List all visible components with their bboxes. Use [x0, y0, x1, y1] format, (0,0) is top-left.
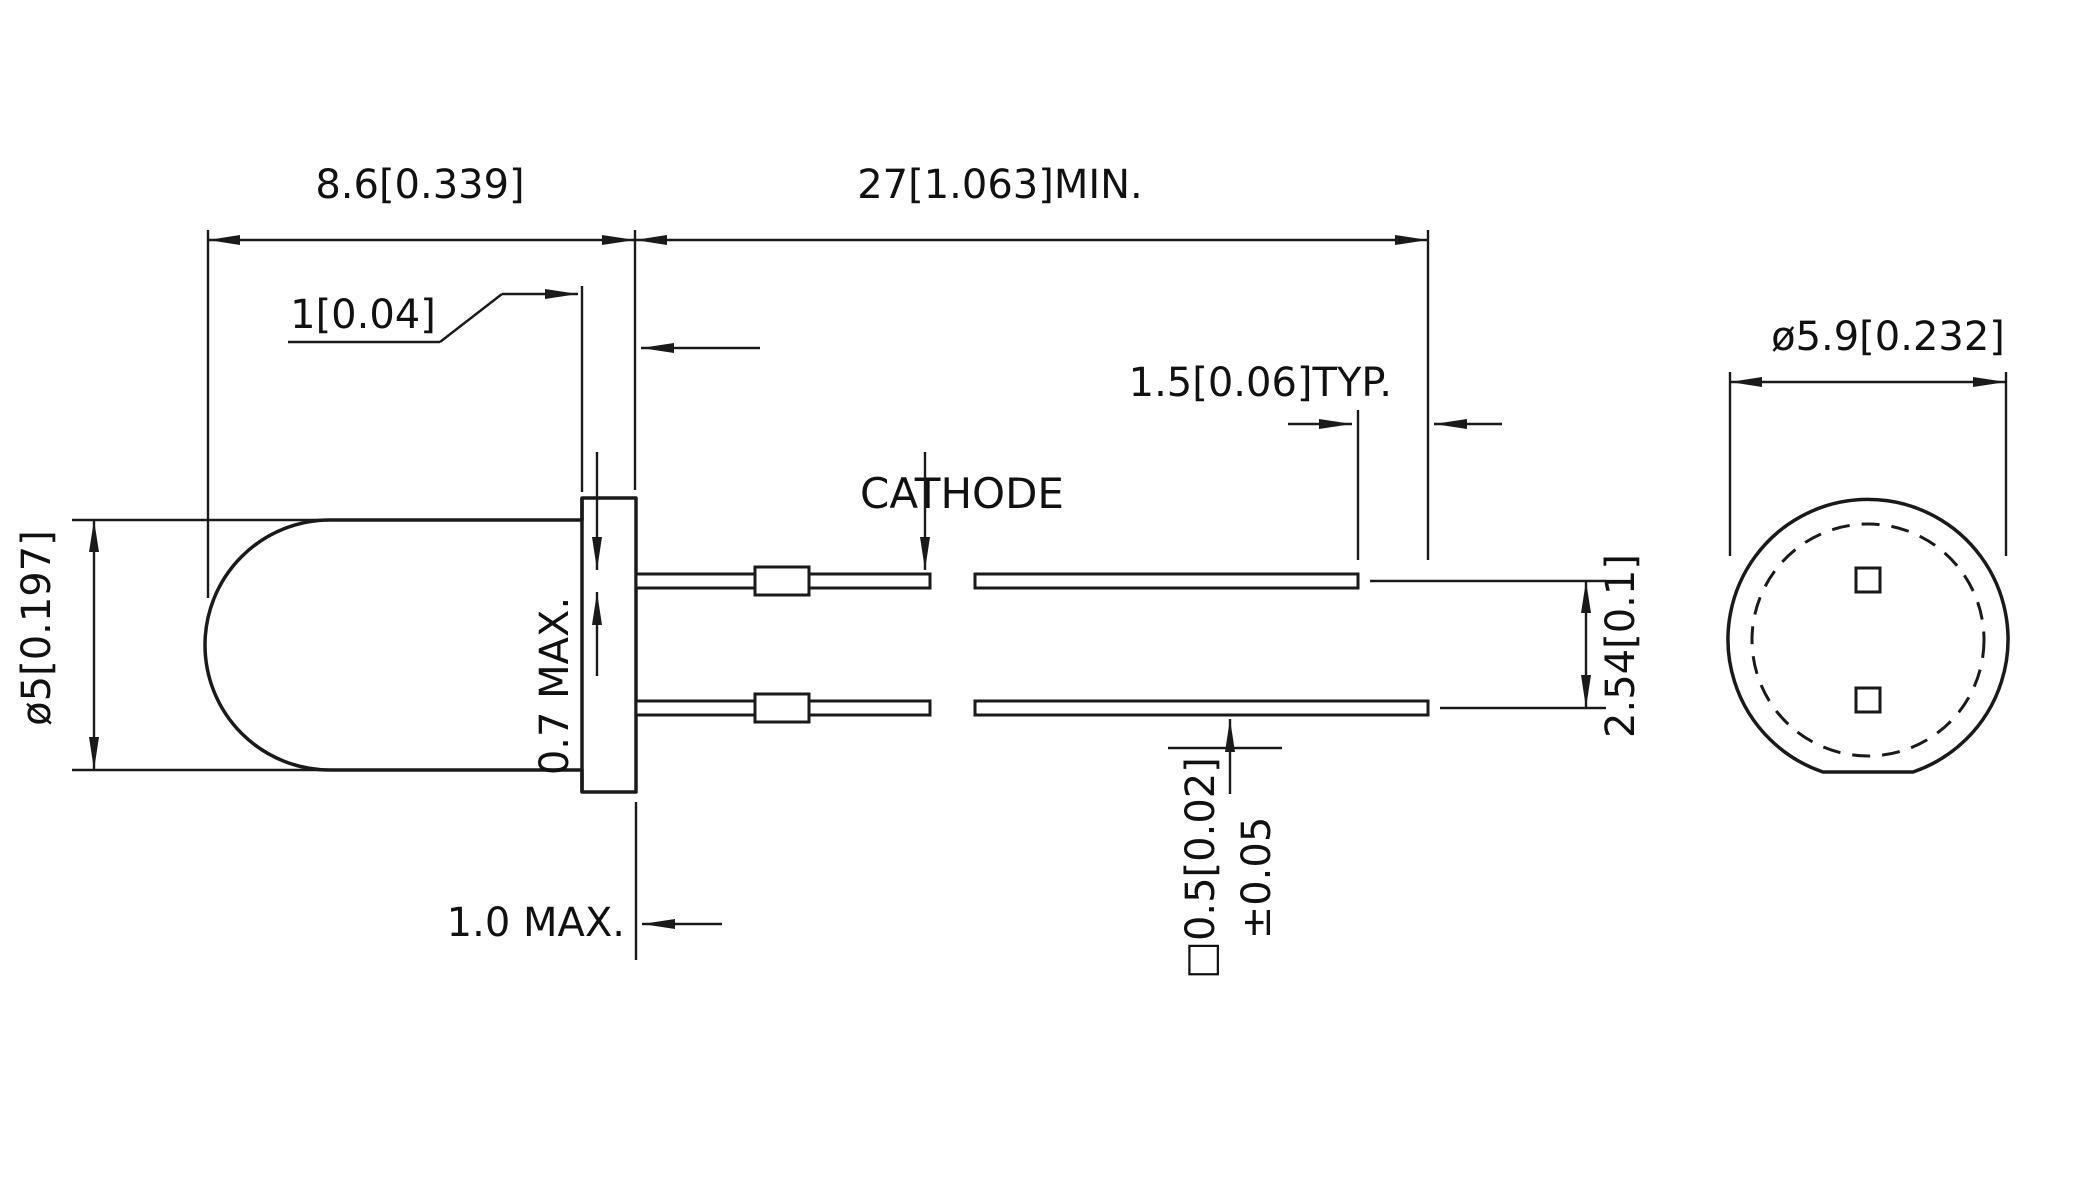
top-view: ø5.9[0.232] — [1726, 314, 2010, 774]
dim-flange-thickness: 1[0.04] — [288, 286, 760, 492]
epoxy-body-dashed-circle — [1750, 522, 1986, 758]
flange-outline — [1726, 497, 2010, 774]
anode-lead-crimp — [753, 692, 811, 724]
lead-pitch-label: 2.54[0.1] — [1598, 554, 1644, 738]
dim-lead-length: 27[1.063]MIN. — [635, 162, 1430, 560]
dim-lead-pitch: 2.54[0.1] — [1370, 554, 1644, 738]
dim-lead-tip-offset: 1.5[0.06]TYP. — [1129, 360, 1502, 560]
dim-body-diameter: ø5[0.197] — [14, 518, 324, 772]
cathode-lead-segment-2 — [973, 572, 1360, 590]
epoxy-body-outline — [203, 496, 638, 794]
side-view: 8.6[0.339] 27[1.063]MIN. 1[0.04] 1.5[0.0… — [14, 162, 1644, 979]
cathode-lead-crimp — [753, 565, 811, 597]
led-package — [203, 496, 1430, 794]
lead-tolerance-label: ±0.05 — [1234, 817, 1280, 940]
body-diameter-label: ø5[0.197] — [14, 530, 60, 726]
lead-length-label: 27[1.063]MIN. — [857, 162, 1143, 208]
cathode-label: CATHODE — [860, 469, 1064, 518]
standoff-label: 1.0 MAX. — [447, 900, 625, 946]
dim-flange-diameter: ø5.9[0.232] — [1728, 314, 2008, 556]
leader-line — [439, 293, 503, 343]
body-length-label: 8.6[0.339] — [315, 162, 524, 208]
dim-standoff: 1.0 MAX. — [447, 802, 722, 960]
anode-lead-cross-section — [1854, 686, 1882, 714]
flange-thickness-label: 1[0.04] — [290, 292, 436, 338]
cathode-lead-cross-section — [1854, 566, 1882, 594]
anode-lead-segment-2 — [973, 699, 1430, 717]
flange-diameter-label: ø5.9[0.232] — [1771, 314, 2005, 360]
dim-lead-cross-section: □0.5[0.02] ±0.05 — [920, 452, 1282, 979]
lead-cross-section-label: □0.5[0.02] — [1178, 757, 1224, 979]
lead-tip-offset-label: 1.5[0.06]TYP. — [1129, 360, 1392, 406]
dim-body-length: 8.6[0.339] — [206, 162, 637, 598]
crimp-thickness-label: 0.7 MAX. — [532, 597, 578, 775]
dim-crimp-thickness: 0.7 MAX. — [532, 452, 602, 775]
